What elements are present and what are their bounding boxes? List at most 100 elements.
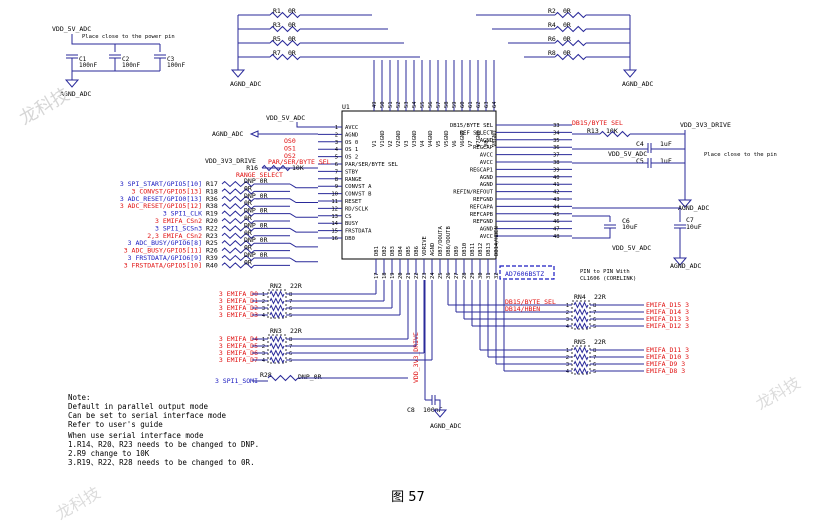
ground-symbol [249, 130, 259, 138]
network-resistor [573, 367, 589, 375]
pin-number: 25 [438, 272, 444, 279]
pin-number: 4 [335, 147, 339, 153]
pin-number: 39 [553, 167, 560, 173]
pin-name: AVCC [480, 234, 493, 240]
pin-number: 5 [593, 324, 596, 330]
resistor-network-ref: RN4 [574, 293, 586, 301]
pin-number: 62 [476, 101, 482, 108]
pin-number: 55 [420, 101, 426, 108]
pin-number: 2 [262, 299, 265, 305]
resistor-value: 0R [563, 7, 571, 15]
pin-name: DB14/HBEN [494, 226, 500, 256]
resistor-value: DNP_0R [244, 192, 268, 200]
series-resistor [221, 232, 255, 239]
agnd-label: AGND_ADC [678, 204, 709, 212]
cap-ref: C4 [636, 140, 644, 148]
pin-name: REFGND [473, 219, 493, 225]
note-line: 3.R19、R22、R28 needs to be changed to 0R. [68, 458, 255, 467]
interface-signal: 3 SPI1_CLK [163, 210, 202, 218]
pin-number: 8 [289, 337, 292, 343]
pin-number: 42 [553, 190, 560, 196]
network-resistor [573, 353, 589, 361]
pin-number: 58 [444, 101, 450, 108]
resistor-value: 0R [563, 35, 571, 43]
pin-number: 12 [331, 206, 338, 212]
resistor-r28 [267, 374, 299, 382]
pin-number: 36 [553, 145, 560, 151]
pin-number: 26 [446, 272, 452, 279]
pin-number: 24 [430, 272, 436, 279]
watermark: 龙科技 [753, 373, 804, 413]
merge-wire [289, 242, 318, 248]
cap-value: 1uF [660, 157, 672, 165]
network-resistor [269, 335, 285, 343]
emifa-data-label: EMIFA_D15 3 [646, 301, 689, 309]
wire [296, 122, 318, 128]
pin-number: 7 [593, 355, 596, 361]
top-left-resistor [269, 11, 301, 19]
merge-wire [289, 227, 318, 233]
pin-name: V5 [436, 140, 442, 147]
pin-number: 5 [289, 358, 292, 364]
cap-value: 10uF [686, 223, 702, 231]
network-resistor [573, 301, 589, 309]
pin-number: 3 [335, 140, 338, 146]
pin-name: DB5 [406, 246, 412, 256]
series-resistor [221, 203, 255, 210]
pin-name: AGND [480, 138, 493, 144]
interface-signal: 3 ADC_RESET/GPIO5[12] [120, 202, 202, 210]
pin-name: DB15/BYTE SEL [450, 123, 494, 129]
emifa-data-label: EMIFA_D10 3 [646, 353, 689, 361]
chip-u1-body [341, 110, 497, 260]
pin-number: 7 [289, 299, 292, 305]
agnd-label: AGND_ADC [622, 80, 653, 88]
resistor-value: 0R [244, 258, 252, 266]
ground-symbol [672, 257, 688, 266]
pin-name: RD/SCLK [345, 206, 369, 212]
resistor-ref: R16 [246, 164, 258, 172]
pin-name: DB2 [382, 246, 388, 256]
resistor-ref: R26 [206, 247, 218, 255]
pin-name: VDRIVE [422, 236, 428, 256]
pin-number: 46 [553, 219, 560, 225]
pin-number: 23 [422, 272, 428, 279]
pin-number: 5 [335, 155, 338, 161]
pin-name: DB12 [478, 243, 484, 256]
cap-ref: C3 [167, 56, 175, 63]
db15-byte-sel-label: DB15/BYTE SEL [572, 119, 623, 127]
pin-number: 30 [478, 272, 484, 279]
pin-name: V6GND [460, 130, 466, 147]
pin-number: 1 [262, 337, 265, 343]
pin-number: 4 [262, 358, 266, 364]
pin-number: 8 [593, 303, 596, 309]
spi-somi-label: 3 SPI1_SOMI [215, 377, 258, 385]
series-resistor [221, 262, 255, 269]
cap-value: 10uF [622, 223, 638, 231]
pin-number: 56 [428, 101, 434, 108]
pin-number: 22 [414, 272, 420, 279]
resistor-network-value: 22R [290, 327, 302, 335]
network-resistor [269, 356, 285, 364]
pin-number: 10 [331, 192, 338, 198]
vdd-5v-adc-net: VDD_5V_ADC [608, 150, 647, 158]
vdd-5v-adc-net: VDD_5V_ADC [266, 114, 305, 122]
pin-name: CS [345, 214, 352, 220]
agnd-label: AGND_ADC [430, 422, 461, 430]
range-select-label: RANGE_SELECT [236, 171, 283, 179]
pin-number: 3 [262, 351, 265, 357]
resistor-value: 0R [288, 21, 296, 29]
pin-number: 5 [289, 313, 292, 319]
pin-number: 40 [553, 175, 560, 181]
resistor-value: 0R [244, 229, 252, 237]
resistor-ref: R6 [548, 35, 556, 43]
emifa-data-label: 3 EMIFA_D7 [219, 356, 258, 364]
pin-name: AGND [480, 182, 493, 188]
emifa-data-label: EMIFA_D8 3 [646, 367, 685, 375]
note-line: Note: [68, 393, 91, 402]
watermark: 龙科技 [16, 84, 73, 129]
ground-symbol [622, 69, 638, 78]
pin-number: 11 [331, 199, 338, 205]
emifa-data-label: 3 EMIFA_D1 [219, 297, 258, 305]
series-resistor [221, 217, 255, 225]
emifa-data-label: EMIFA_D13 3 [646, 315, 689, 323]
